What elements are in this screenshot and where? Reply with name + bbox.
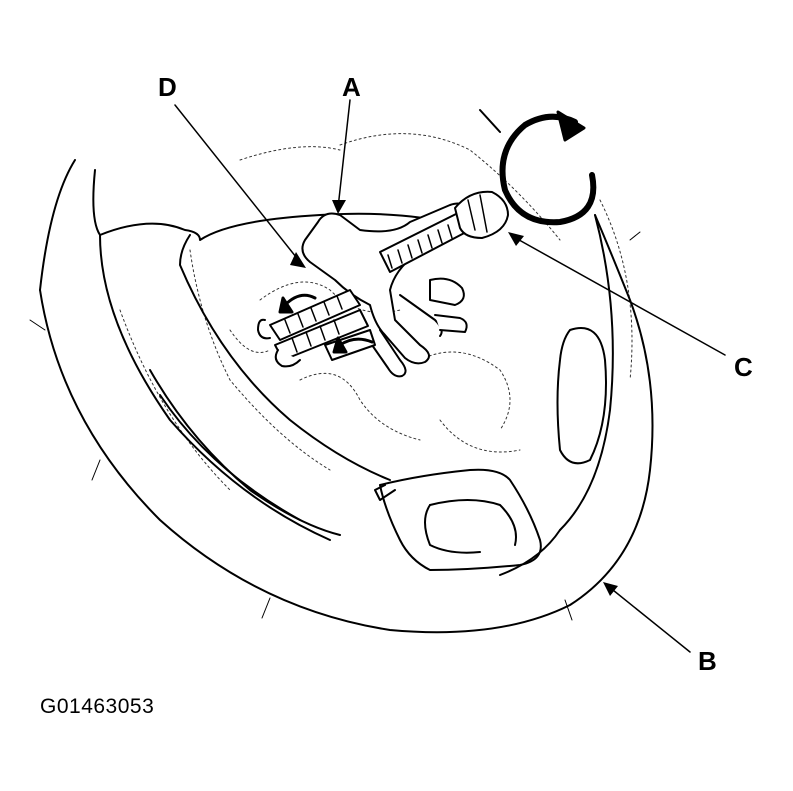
callout-d: D xyxy=(158,72,177,102)
leader-d xyxy=(174,104,301,263)
callout-c: C xyxy=(734,352,753,382)
rim-hatch xyxy=(29,231,641,621)
center-bolt xyxy=(379,190,509,273)
steering-wheel-rim xyxy=(39,159,654,634)
callout-a: A xyxy=(342,72,361,102)
leader-c xyxy=(511,235,726,356)
leader-lines xyxy=(174,99,726,653)
hub-background-detail xyxy=(119,133,633,491)
side-bolts xyxy=(257,277,468,368)
turn-arrow-icon xyxy=(278,293,374,354)
leader-b xyxy=(607,585,691,653)
leader-a xyxy=(337,99,351,209)
right-spoke-opening xyxy=(556,327,607,465)
callout-b: B xyxy=(698,646,717,676)
figure-id: G01463053 xyxy=(40,695,155,718)
rotation-arrow-icon xyxy=(479,109,597,226)
lower-spoke xyxy=(374,468,542,571)
